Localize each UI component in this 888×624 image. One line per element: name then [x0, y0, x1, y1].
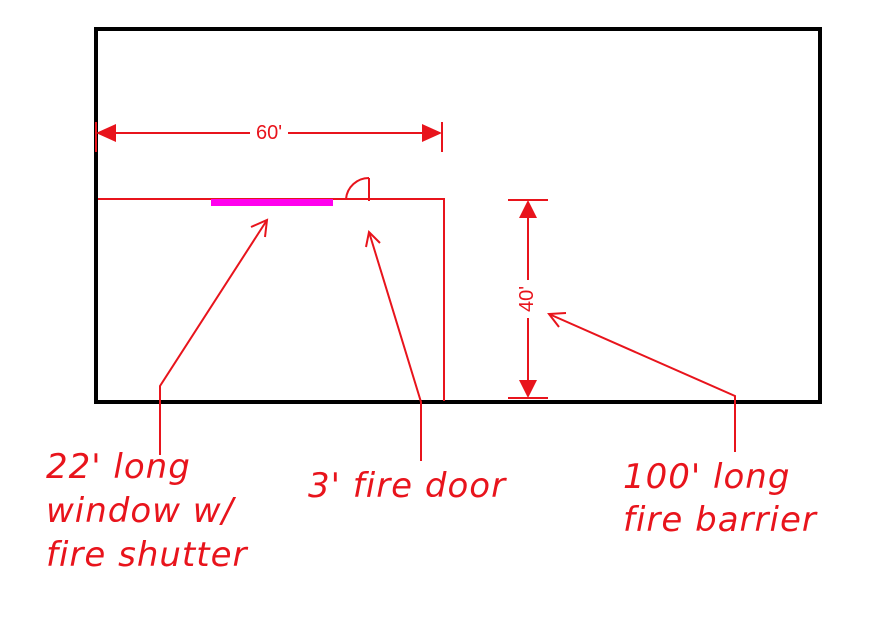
arrowhead-left-icon	[96, 124, 116, 142]
window-callout-line-2: window w/	[46, 491, 237, 531]
door-callout-line-1: 3' fire door	[308, 466, 507, 506]
window-callout-line-1: 22' long	[46, 447, 191, 487]
barrier-callout: 100' long fire barrier	[623, 457, 818, 540]
building-outline	[94, 27, 822, 404]
window-callout-line-3: fire shutter	[46, 535, 249, 575]
barrier-leader-arrow	[547, 312, 736, 452]
height-dimension: 40'	[508, 199, 548, 399]
barrier-callout-line-2: fire barrier	[623, 500, 818, 540]
width-label: 60'	[256, 122, 282, 144]
window-fire-shutter	[211, 199, 333, 206]
window-callout: 22' long window w/ fire shutter	[46, 447, 249, 575]
barrier-callout-line-1: 100' long	[623, 457, 790, 497]
fire-barrier-walls	[98, 198, 445, 401]
arrowhead-up-icon	[519, 200, 537, 218]
window-leader-arrow	[159, 218, 269, 455]
width-dimension: 60'	[95, 122, 443, 152]
arrowhead-right-icon	[422, 124, 442, 142]
height-label: 40'	[516, 286, 538, 312]
fire-door-icon	[345, 176, 370, 201]
door-leader-arrow	[365, 229, 422, 461]
door-callout: 3' fire door	[308, 466, 507, 506]
arrowhead-down-icon	[519, 380, 537, 398]
